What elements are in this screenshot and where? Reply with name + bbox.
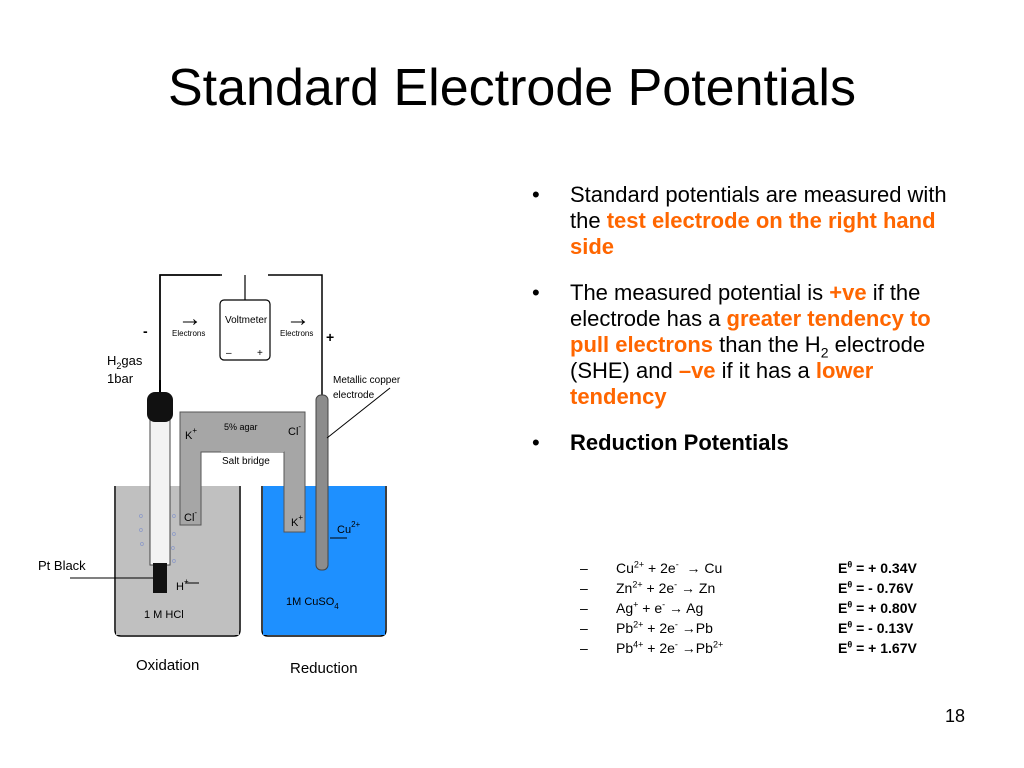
galvanic-cell-diagram: Voltmeter – + Electrons Electrons → → - … <box>30 180 500 680</box>
reaction-potential: Eθ = + 0.80V <box>838 599 917 616</box>
electrons-left: Electrons <box>172 329 205 338</box>
dash: – <box>580 580 588 596</box>
copper-pointer <box>326 387 391 439</box>
k-ion-left: K+ <box>185 426 197 442</box>
dash: – <box>580 620 588 636</box>
bullet-text: if it has a <box>715 358 816 383</box>
k-ion-right: K+ <box>291 513 303 529</box>
bubble: o <box>140 541 144 548</box>
electrons-right: Electrons <box>280 329 313 338</box>
voltmeter-label: Voltmeter <box>225 315 268 326</box>
bubble: o <box>172 558 176 565</box>
reduction-label: Reduction <box>290 660 358 677</box>
anode-sign: - <box>143 323 148 339</box>
cl-ion-right: Cl- <box>288 422 301 438</box>
h2-stopper <box>147 392 173 422</box>
pt-black-label: Pt Black <box>38 558 86 573</box>
reduction-potentials-list: – Cu2+ + 2e- → Cu Eθ = + 0.34V – Zn2+ + … <box>580 558 980 658</box>
reaction-row-pb4: – Pb4+ + 2e- →Pb2+ Eθ = + 1.67V <box>580 638 980 658</box>
reaction-row-pb: – Pb2+ + 2e- →Pb Eθ = - 0.13V <box>580 618 980 638</box>
left-beaker <box>114 486 241 637</box>
cl-ion-left: Cl- <box>184 508 197 524</box>
bullet-list: • Standard potentials are measured with … <box>532 182 962 476</box>
reaction-row-zn: – Zn2+ + 2e- → Zn Eθ = - 0.76V <box>580 578 980 598</box>
dash: – <box>580 600 588 616</box>
bullet-heading: Reduction Potentials <box>570 430 789 455</box>
reaction-row-ag: – Ag+ + e- → Ag Eθ = + 0.80V <box>580 598 980 618</box>
bubble: o <box>172 513 176 520</box>
copper-electrode <box>315 394 329 571</box>
reaction-equation: Pb2+ + 2e- →Pb <box>616 619 713 636</box>
highlight-text: test electrode on the right hand side <box>570 208 936 259</box>
cu-ion-label: Cu2+ <box>337 520 361 536</box>
agar-label: 5% agar <box>224 422 258 432</box>
bullet-measured-potential: • The measured potential is +ve if the e… <box>532 280 962 410</box>
electron-arrow-left: → <box>178 305 202 332</box>
metallic-copper-label-2: electrode <box>333 390 375 401</box>
bubble: o <box>139 513 143 520</box>
reaction-equation: Ag+ + e- → Ag <box>616 599 704 616</box>
metallic-copper-label: Metallic copper <box>333 375 401 386</box>
h2-gas-label: H2gas <box>107 353 143 371</box>
subscript: 2 <box>820 344 829 361</box>
bullet-text: electrode (SHE) and <box>570 332 926 383</box>
cathode-sign: + <box>326 329 334 345</box>
reaction-potential: Eθ = + 0.34V <box>838 559 917 576</box>
salt-bridge-label: Salt bridge <box>222 456 270 467</box>
h2-tube <box>149 419 171 566</box>
reaction-potential: Eθ = - 0.13V <box>838 619 914 636</box>
page-number: 18 <box>944 706 965 726</box>
external-wire-path <box>159 274 323 395</box>
right-beaker <box>261 486 387 637</box>
bubble: o <box>172 531 176 538</box>
oxidation-label: Oxidation <box>136 657 199 674</box>
left-solution <box>116 486 239 635</box>
highlight-text: greater tendency to pull electrons <box>570 306 931 357</box>
dash: – <box>580 560 588 576</box>
salt-bridge-inner <box>221 443 284 452</box>
reaction-equation: Cu2+ + 2e- → Cu <box>616 559 723 576</box>
bubble: o <box>139 527 143 534</box>
reaction-equation: Zn2+ + 2e- → Zn <box>616 579 716 596</box>
bullet-text: The measured potential is <box>570 280 830 305</box>
hcl-label: 1 M HCl <box>144 609 184 621</box>
reaction-row-cu: – Cu2+ + 2e- → Cu Eθ = + 0.34V <box>580 558 980 578</box>
highlight-text: lower tendency <box>570 358 874 409</box>
hydrogen-bubbles: o o o o o o o <box>139 513 176 565</box>
cuso4-label: 1M CuSO4 <box>286 596 339 611</box>
h-ion-label: H+ <box>176 577 189 593</box>
bullet-text: if the electrode has a <box>570 280 921 331</box>
reaction-potential: Eθ = - 0.76V <box>838 579 914 596</box>
voltmeter-plus: + <box>257 348 263 359</box>
cell-svg: Voltmeter – + Electrons Electrons → → - … <box>38 274 401 677</box>
voltmeter-minus: – <box>226 348 232 359</box>
reaction-equation: Pb4+ + 2e- →Pb2+ <box>616 639 724 656</box>
electron-arrow-right: → <box>286 305 310 332</box>
bullet-marker: • <box>532 430 540 455</box>
bullet-reduction-potentials: • Reduction Potentials <box>532 430 962 456</box>
highlight-text: +ve <box>829 280 867 305</box>
h2-pressure-label: 1bar <box>107 371 134 386</box>
pt-electrode <box>153 563 167 593</box>
slide-title: Standard Electrode Potentials <box>168 59 856 117</box>
reaction-potential: Eθ = + 1.67V <box>838 639 917 656</box>
bullet-marker: • <box>532 280 540 305</box>
bubble: o <box>171 545 175 552</box>
bullet-text: Standard potentials are measured with th… <box>570 182 947 233</box>
bullet-marker: • <box>532 182 540 207</box>
bullet-test-electrode: • Standard potentials are measured with … <box>532 182 962 260</box>
dash: – <box>580 640 588 656</box>
bullet-text: than the H <box>713 332 821 357</box>
salt-bridge <box>179 411 306 533</box>
highlight-text: –ve <box>678 358 716 383</box>
